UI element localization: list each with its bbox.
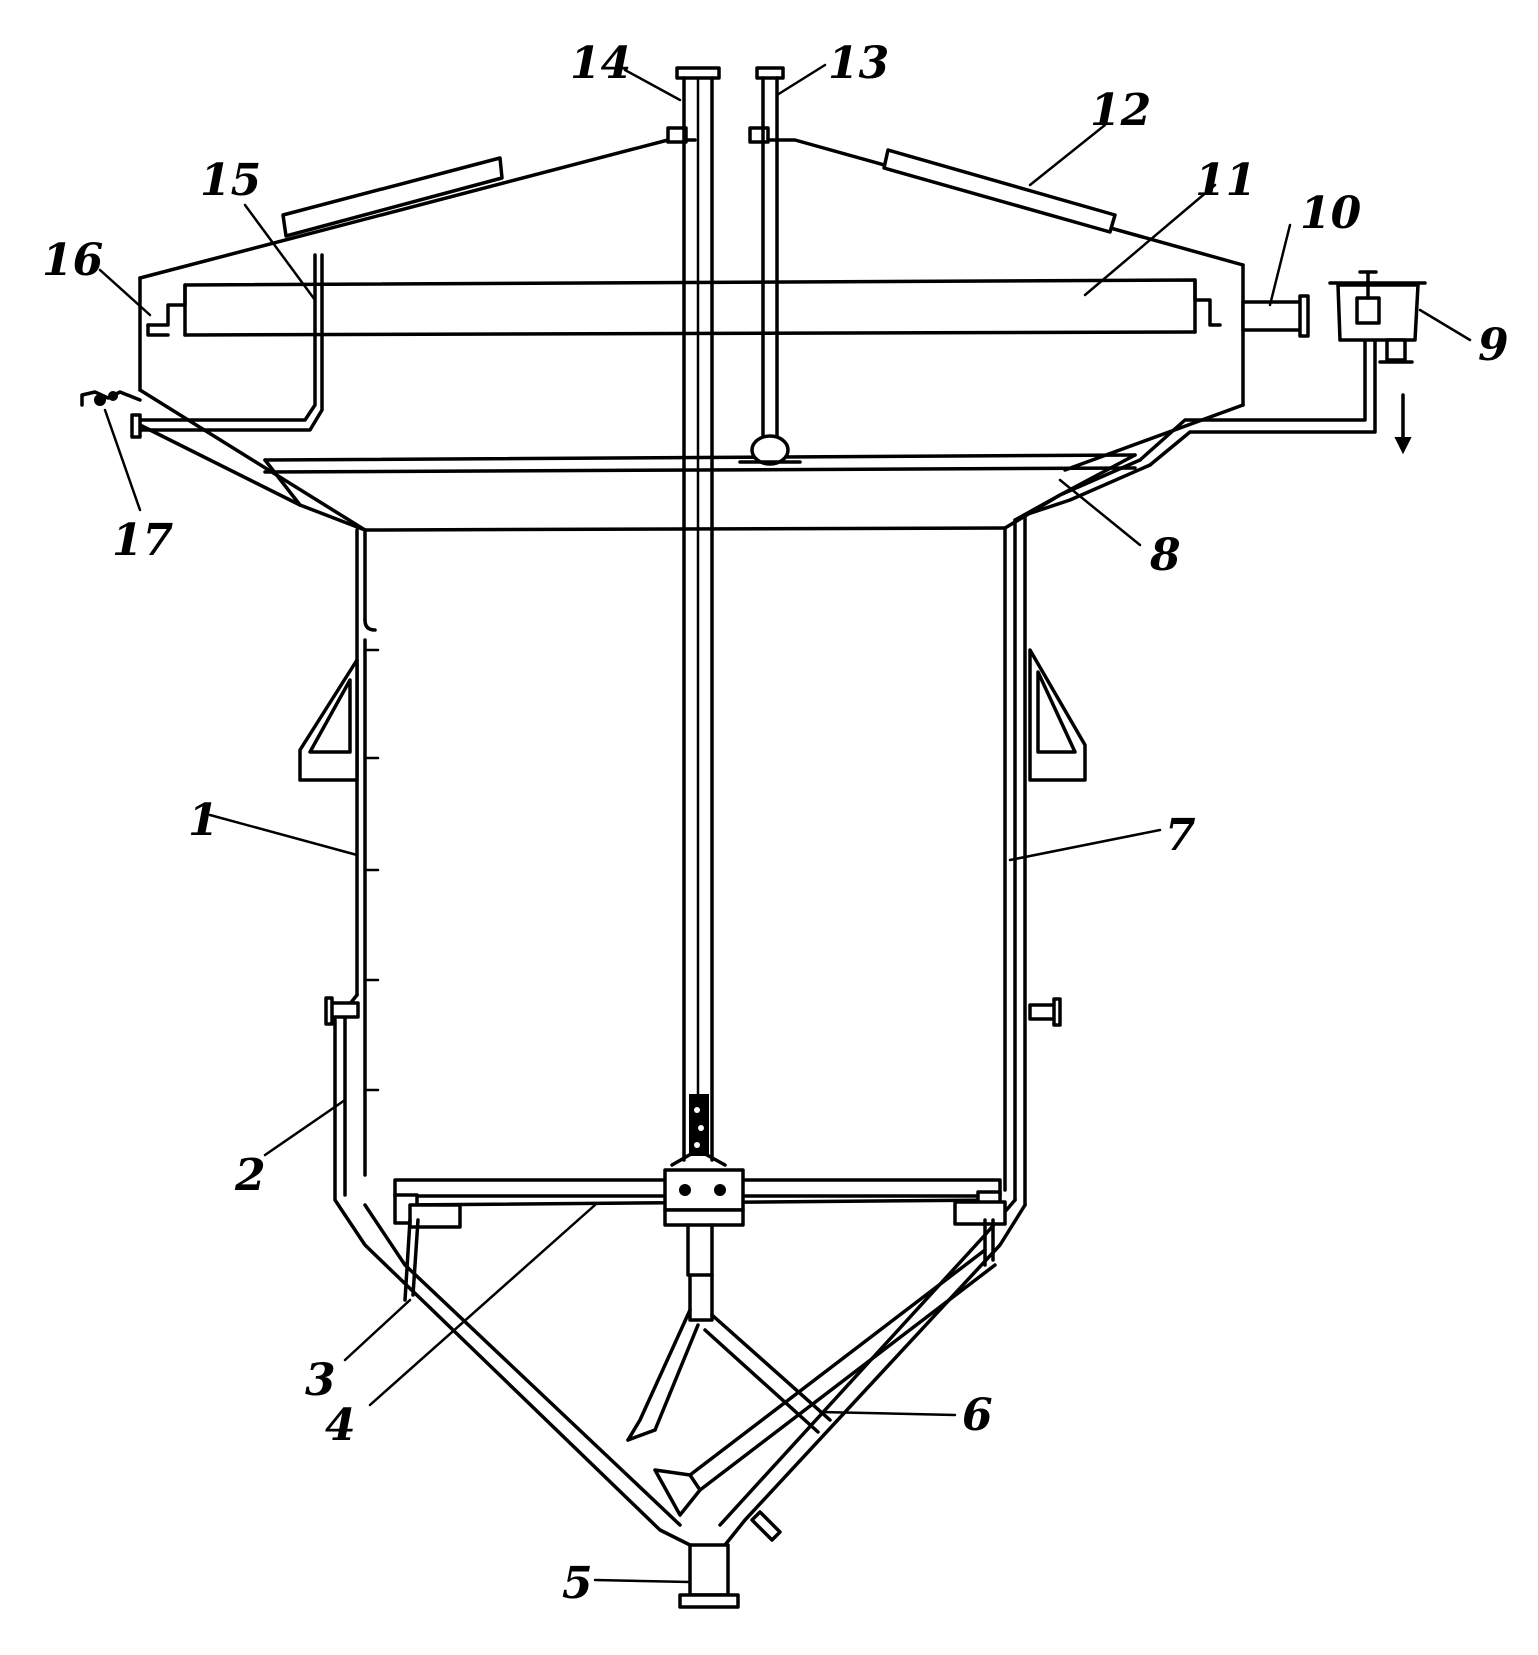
support-brackets <box>298 648 1087 782</box>
label-15: 15 <box>200 155 261 206</box>
scraper-beam <box>393 1148 1007 1302</box>
cover-plate-left <box>281 156 504 238</box>
label-13: 13 <box>828 38 889 89</box>
label-1: 1 <box>188 795 219 846</box>
label-16: 16 <box>42 235 103 286</box>
leader-lines <box>98 63 1472 1584</box>
pipe-to-9 <box>1138 270 1427 467</box>
outlet-pipe-10 <box>1241 294 1310 338</box>
top-cover <box>138 126 1245 407</box>
label-9: 9 <box>1478 320 1509 371</box>
inner-ring <box>146 278 1222 337</box>
label-12: 12 <box>1090 85 1151 136</box>
right-nozzle <box>1028 997 1062 1027</box>
label-3: 3 <box>305 1355 336 1406</box>
label-10: 10 <box>1300 188 1362 239</box>
tube-15 <box>130 253 324 439</box>
label-17: 17 <box>112 515 174 566</box>
central-shaft-14 <box>675 66 721 1162</box>
upper-bottom <box>138 388 1245 532</box>
label-5: 5 <box>562 1558 593 1609</box>
label-6: 6 <box>962 1390 993 1441</box>
label-14: 14 <box>570 38 631 89</box>
label-8: 8 <box>1149 530 1181 581</box>
label-7: 7 <box>1165 810 1196 861</box>
valve-17 <box>80 390 142 407</box>
label-2: 2 <box>234 1150 266 1201</box>
rod-13 <box>738 66 802 466</box>
cylinder-shell <box>355 458 1152 1207</box>
cover-plate-right <box>882 148 1117 234</box>
agitator-6 <box>626 1248 997 1517</box>
part-labels: 14 13 12 11 10 9 15 16 17 8 1 7 2 3 4 6 … <box>42 38 1509 1609</box>
jacket-2 <box>324 993 360 1217</box>
label-4: 4 <box>325 1400 356 1451</box>
label-11: 11 <box>1195 155 1256 206</box>
bottom-cone <box>343 1198 1027 1609</box>
